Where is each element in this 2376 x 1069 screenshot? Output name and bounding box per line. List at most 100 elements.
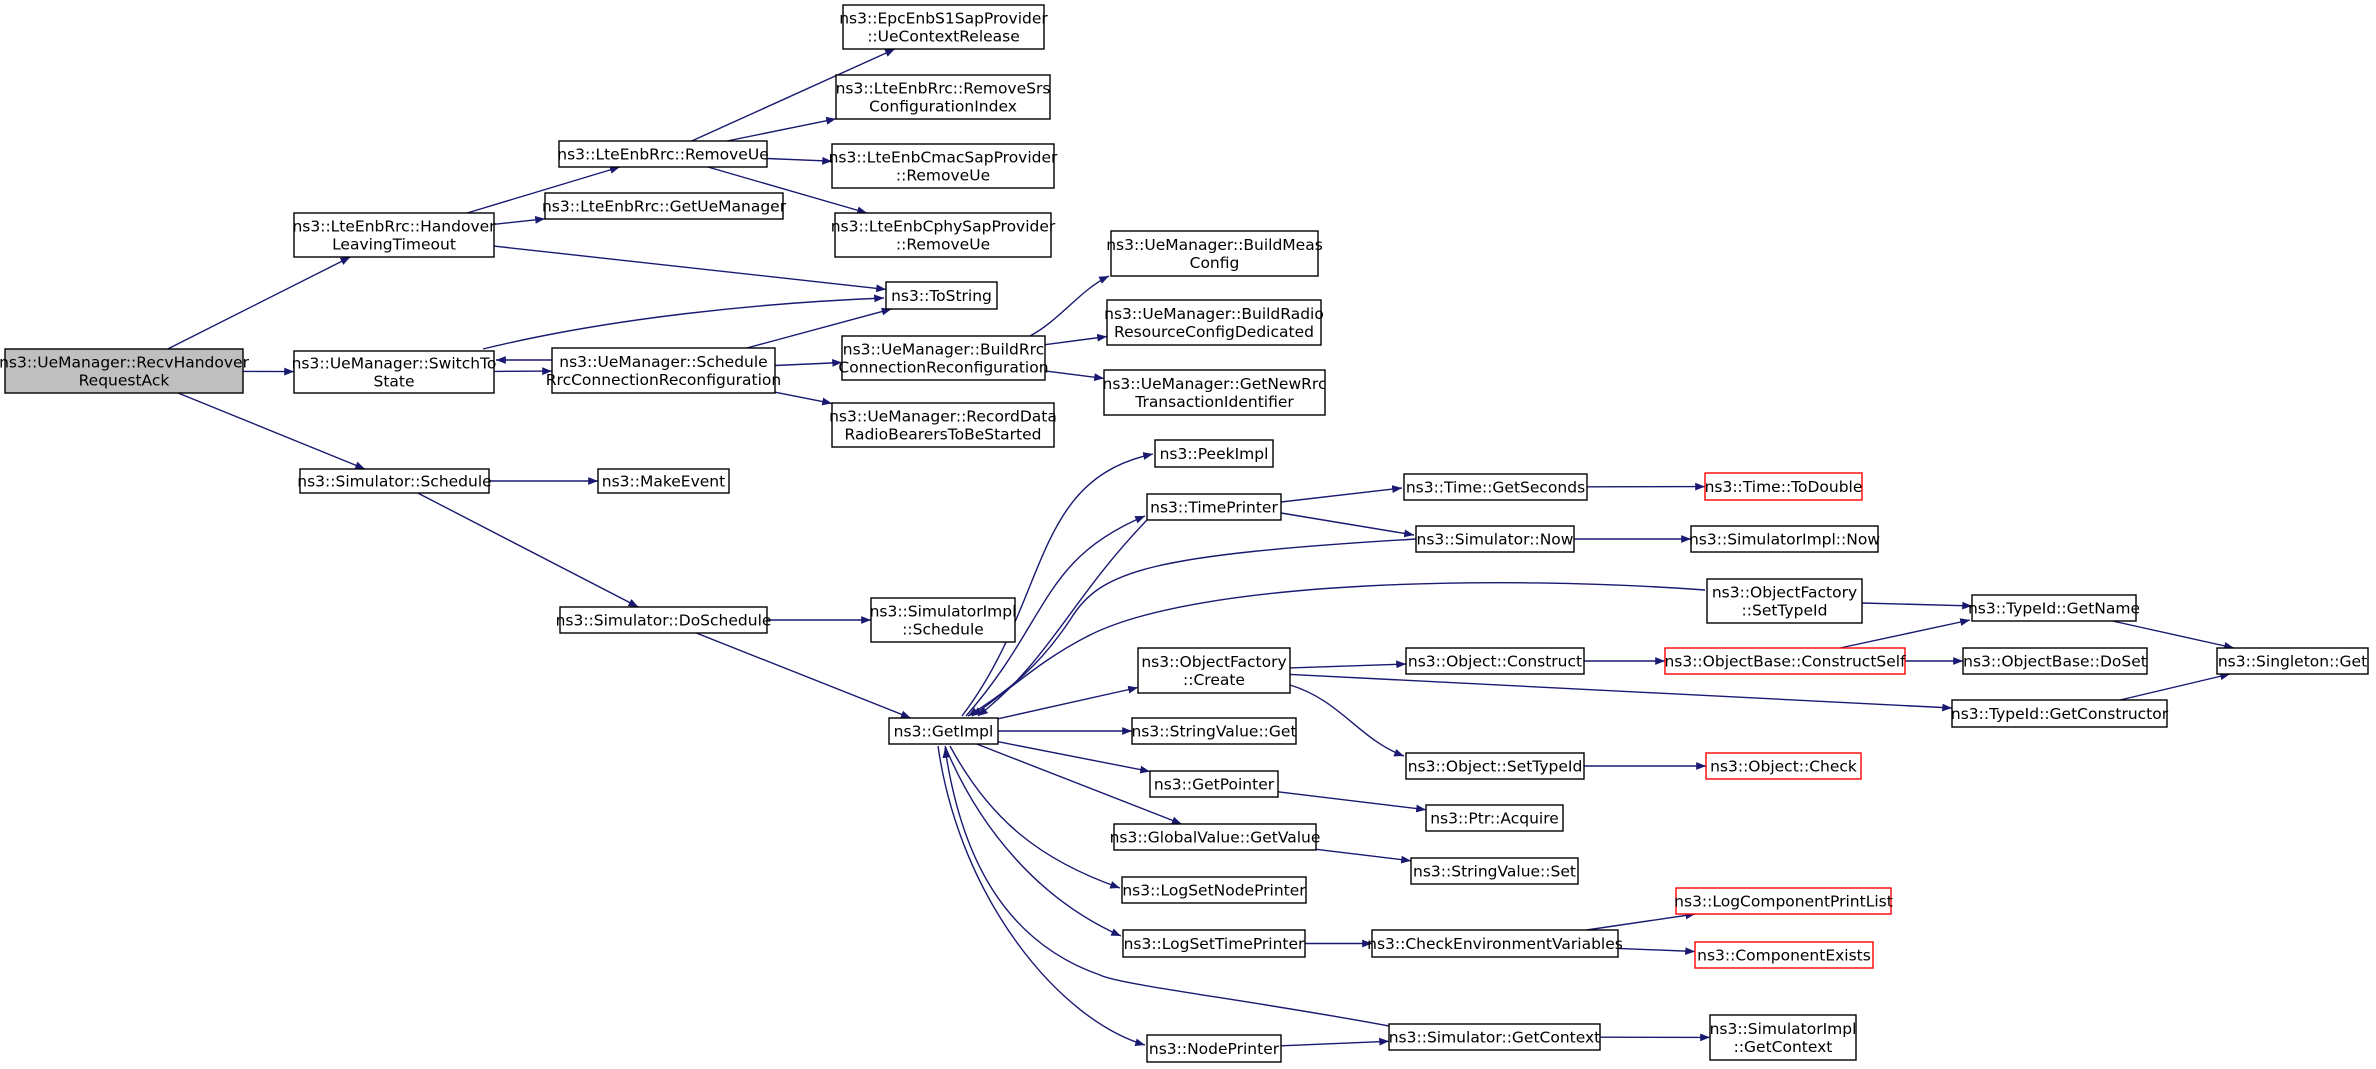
node-cmacremove[interactable]: ns3::LteEnbCmacSapProvider::RemoveUe [829,143,1058,189]
node-box [870,597,1016,643]
node-simimplsched[interactable]: ns3::SimulatorImpl::Schedule [870,597,1017,643]
edge-simnow-to-getimpl [967,538,1417,717]
node-removesrs[interactable]: ns3::LteEnbRrc::RemoveSrsConfigurationIn… [835,74,1051,120]
edge-nodeprinter-to-simgetctx [1280,1037,1390,1047]
node-getpointer[interactable]: ns3::GetPointer [1149,770,1279,798]
node-box [1704,472,1863,501]
edge-timeprinter-to-getimpl [977,519,1148,717]
node-logsetnode[interactable]: ns3::LogSetNodePrinter [1121,876,1307,904]
node-tostring[interactable]: ns3::ToString [885,281,998,310]
edge-recv-to-handover [167,256,351,350]
node-label: ns3::CheckEnvironmentVariables [1367,935,1623,953]
node-box [1403,473,1588,501]
node-timeprinter[interactable]: ns3::TimePrinter [1146,493,1282,521]
node-label: ns3::LteEnbRrc::Handover [292,218,496,236]
node-checkenv[interactable]: ns3::CheckEnvironmentVariables [1367,929,1623,958]
edge-layer [167,48,2235,1047]
node-makeevent[interactable]: ns3::MakeEvent [597,468,730,494]
node-recorddata[interactable]: ns3::UeManager::RecordDataRadioBearersTo… [829,402,1057,448]
node-objbaseconstruct[interactable]: ns3::ObjectBase::ConstructSelf [1664,647,1906,675]
node-objfactsettypeid[interactable]: ns3::ObjectFactory::SetTypeId [1706,578,1863,624]
edge-getimpl-to-timeprinter [965,515,1146,717]
node-label: ConfigurationIndex [869,98,1017,116]
node-buildradio[interactable]: ns3::UeManager::BuildRadioResourceConfig… [1104,299,1324,346]
node-box [299,468,490,494]
node-schedrrc[interactable]: ns3::UeManager::ScheduleRrcConnectionRec… [546,347,781,394]
node-doschedule[interactable]: ns3::Simulator::DoSchedule [556,606,772,634]
edge-handover-to-tostring [493,245,887,293]
node-logsettime[interactable]: ns3::LogSetTimePrinter [1122,929,1306,958]
node-box [1664,647,1906,675]
node-label: ns3::Simulator::DoSchedule [556,612,772,630]
node-getnewrrc[interactable]: ns3::UeManager::GetNewRrcTransactionIden… [1103,369,1327,416]
edge-schedrrc-to-tostring [746,307,892,349]
node-label: ns3::TypeId::GetName [1968,600,2140,618]
node-label: ns3::UeManager::SwitchTo [292,355,497,373]
node-objbasedoset[interactable]: ns3::ObjectBase::DoSet [1962,647,2148,675]
node-cphyremove[interactable]: ns3::LteEnbCphySapProvider::RemoveUe [831,212,1056,258]
node-label: ns3::NodePrinter [1149,1040,1280,1058]
node-simimplnow[interactable]: ns3::SimulatorImpl::Now [1689,525,1880,553]
node-label: ns3::UeManager::GetNewRrc [1103,375,1327,393]
node-typeidgetctor[interactable]: ns3::TypeId::GetConstructor [1951,699,2169,728]
edge-objfactsettypeid-to-getimpl [971,582,1706,717]
node-box [834,212,1052,258]
node-objsettypeid[interactable]: ns3::Object::SetTypeId [1405,752,1585,780]
node-getimpl[interactable]: ns3::GetImpl [888,717,999,745]
node-label: ns3::ObjectFactory [1712,584,1857,602]
edge-getimpl-to-globalvalget [976,743,1182,825]
node-strvalget[interactable]: ns3::StringValue::Get [1131,717,1297,745]
node-label: ns3::GetPointer [1154,776,1275,794]
node-box [842,4,1045,50]
node-box [558,140,768,168]
node-compexists[interactable]: ns3::ComponentExists [1694,941,1874,969]
node-box [1122,929,1306,958]
node-objfactcreate[interactable]: ns3::ObjectFactory::Create [1137,647,1291,694]
node-schedule[interactable]: ns3::Simulator::Schedule [297,468,492,494]
node-label: ns3::GetImpl [894,723,994,741]
edge-schedrrc-to-buildrrc [774,359,843,367]
node-removeue[interactable]: ns3::LteEnbRrc::RemoveUe [557,140,769,168]
node-box [1110,230,1319,277]
node-label: ns3::UeManager::BuildMeas [1106,236,1323,254]
node-box [1962,647,2148,675]
edge-buildrrc-to-buildradio [1044,333,1108,346]
node-nodeprinter[interactable]: ns3::NodePrinter [1146,1034,1282,1063]
node-objectcheck[interactable]: ns3::Object::Check [1705,752,1862,780]
node-logcompprint[interactable]: ns3::LogComponentPrintList [1674,887,1893,915]
node-globalvalget[interactable]: ns3::GlobalValue::GetValue [1110,823,1321,851]
node-buildrrc[interactable]: ns3::UeManager::BuildRrcConnectionReconf… [838,335,1049,381]
node-label: ::Schedule [902,621,984,639]
node-label: TransactionIdentifier [1134,393,1294,411]
node-simgetctx[interactable]: ns3::Simulator::GetContext [1388,1023,1601,1051]
node-strvalset[interactable]: ns3::StringValue::Set [1410,857,1579,885]
node-label: Config [1190,254,1240,272]
edge-getpointer-to-ptracquire [1277,791,1427,813]
node-box [1137,647,1291,694]
node-simimplgetctx[interactable]: ns3::SimulatorImpl::GetContext [1709,1014,1857,1061]
node-box [1121,876,1307,904]
node-box [1146,493,1282,521]
node-simnow[interactable]: ns3::Simulator::Now [1415,525,1575,553]
node-box [1154,439,1274,468]
node-getuemgr[interactable]: ns3::LteEnbRrc::GetUeManager [542,192,787,220]
node-label: ns3::Simulator::Now [1417,531,1574,549]
node-timetodouble[interactable]: ns3::Time::ToDouble [1704,472,1863,501]
node-box [888,717,999,745]
node-peekimpl[interactable]: ns3::PeekImpl [1154,439,1274,468]
edge-buildrrc-to-buildmeas [1029,275,1110,337]
node-epcrelease[interactable]: ns3::EpcEnbS1SapProvider::UeContextRelea… [839,4,1048,50]
node-ptracquire[interactable]: ns3::Ptr::Acquire [1425,804,1564,832]
edge-getimpl-to-objfactcreate [997,685,1139,720]
node-typeidgetname[interactable]: ns3::TypeId::GetName [1968,594,2140,622]
node-timegetsec[interactable]: ns3::Time::GetSeconds [1403,473,1588,501]
node-objconstruct[interactable]: ns3::Object::Construct [1405,647,1585,675]
node-box [1131,717,1297,745]
node-singletonget[interactable]: ns3::Singleton::Get [2216,647,2369,675]
node-box [551,347,776,394]
